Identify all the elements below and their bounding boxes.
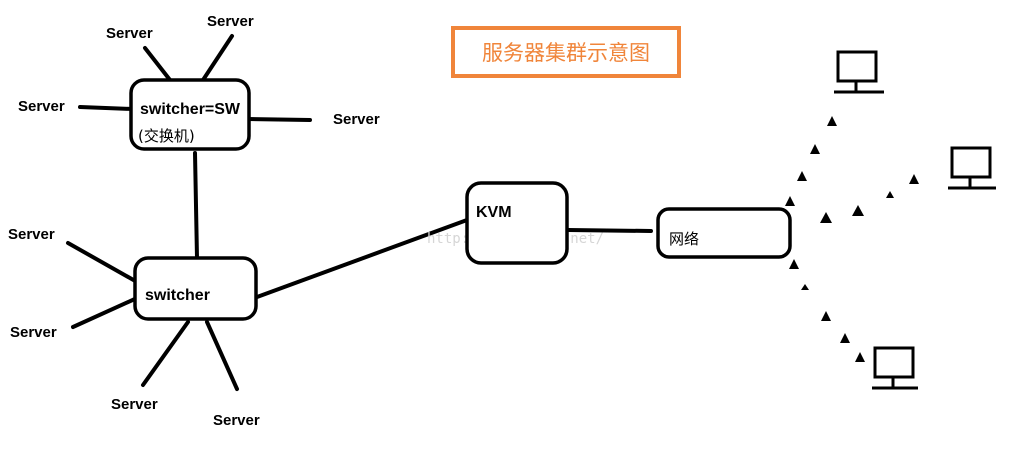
server-label: Server	[18, 98, 65, 115]
link-top-server-4	[246, 117, 312, 122]
computer-icon	[872, 346, 918, 390]
link-bottom-server-4	[205, 320, 239, 391]
server-label: Server	[111, 396, 158, 413]
link-top-server-2	[201, 34, 234, 82]
computer-icon	[948, 146, 996, 190]
computer-icon	[834, 50, 884, 94]
link-bottom-server-1	[66, 241, 139, 284]
link-top-server-3	[78, 105, 134, 111]
title-box	[451, 26, 681, 78]
server-label: Server	[213, 412, 260, 429]
bottom-switch-label: switcher	[145, 287, 210, 304]
server-label: Server	[106, 25, 153, 42]
link-top-server-1	[143, 46, 172, 82]
signal-dots	[785, 116, 919, 362]
link-top-to-bottom-switch	[193, 151, 199, 260]
server-label: Server	[207, 13, 254, 30]
link-switch-to-kvm	[255, 218, 469, 299]
kvm-box	[465, 181, 569, 265]
link-bottom-server-2	[71, 296, 139, 329]
server-label: Server	[8, 226, 55, 243]
network-label: 网络	[669, 230, 699, 248]
top-switch-label: switcher=SW	[140, 101, 241, 118]
link-bottom-server-3	[141, 320, 190, 387]
server-label: Server	[333, 111, 380, 128]
top-switch-box	[129, 78, 251, 151]
diagram-title: 服务器集群示意图	[482, 41, 650, 65]
link-kvm-to-network	[566, 228, 653, 233]
top-switch-sublabel: (交换机)	[138, 127, 195, 145]
bottom-switch-box	[133, 256, 258, 321]
network-box	[656, 207, 792, 259]
kvm-label: KVM	[476, 204, 512, 221]
server-label: Server	[10, 324, 57, 341]
